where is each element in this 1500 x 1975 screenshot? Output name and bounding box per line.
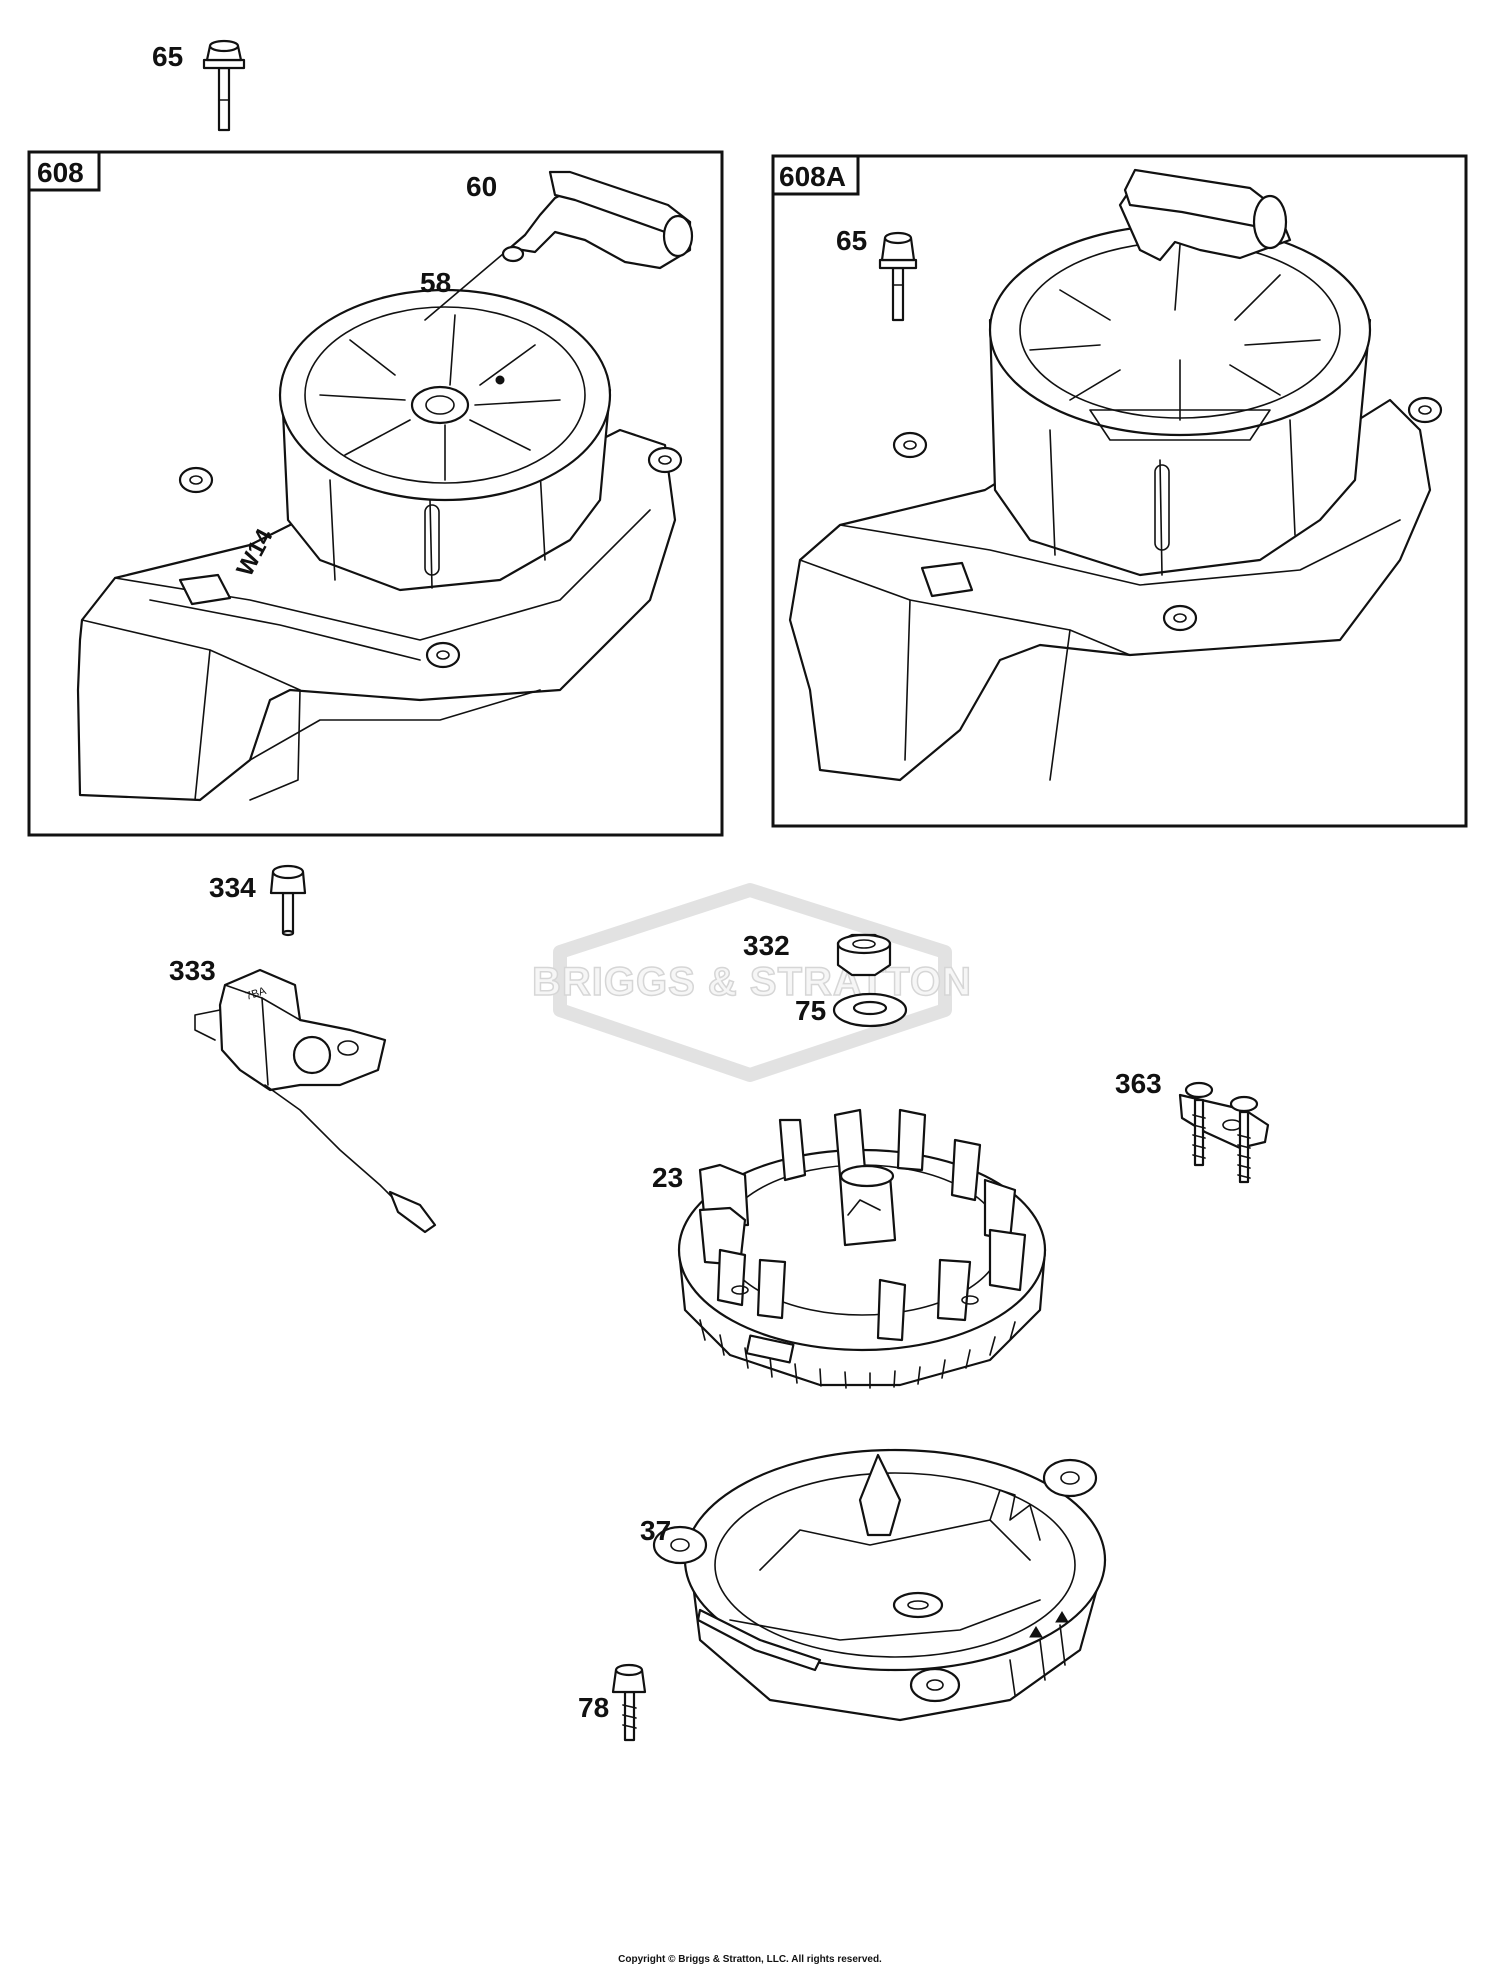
- bolt-65-top: [202, 39, 246, 132]
- box-608-tag: [27, 150, 101, 192]
- callout-334: 334: [209, 872, 256, 903]
- box-608a-frame: [771, 154, 1468, 828]
- callout-333: 333: [169, 955, 216, 986]
- box-608a-tag: [771, 154, 860, 196]
- box-608-frame: [27, 150, 724, 837]
- housing-37: [652, 1448, 1107, 1722]
- callout-65-box: 65: [836, 225, 867, 256]
- flywheel-23: [677, 1108, 1047, 1389]
- callout-23: 23: [652, 1162, 683, 1193]
- rewind-starter-608a: [788, 168, 1443, 782]
- screw-334: [269, 864, 307, 937]
- watermark-logo: BRIGGS & STRATTON: [531, 883, 972, 1082]
- callout-363: 363: [1115, 1068, 1162, 1099]
- callout-37: 37: [640, 1515, 671, 1546]
- box-608a-label: 608A: [779, 161, 846, 192]
- watermark-text: BRIGGS & STRATTON: [532, 960, 972, 1004]
- callout-65-top: 65: [152, 41, 183, 72]
- copyright-text: Copyright © Briggs & Stratton, LLC. All …: [618, 1954, 882, 1965]
- bolt-65-box: [878, 231, 918, 322]
- box-608-label: 608: [37, 157, 84, 188]
- screw-78: [611, 1663, 647, 1742]
- callout-332: 332: [743, 930, 790, 961]
- nut-332: [836, 933, 892, 977]
- callout-58: 58: [420, 267, 451, 298]
- callout-78: 78: [578, 1692, 609, 1723]
- rewind-starter-608: W14: [76, 170, 694, 802]
- armature-333: 7BA: [194, 968, 437, 1234]
- washer-75: [832, 992, 908, 1028]
- callout-60: 60: [466, 171, 497, 202]
- callout-75: 75: [795, 995, 826, 1026]
- bracket-363: [1178, 1081, 1270, 1184]
